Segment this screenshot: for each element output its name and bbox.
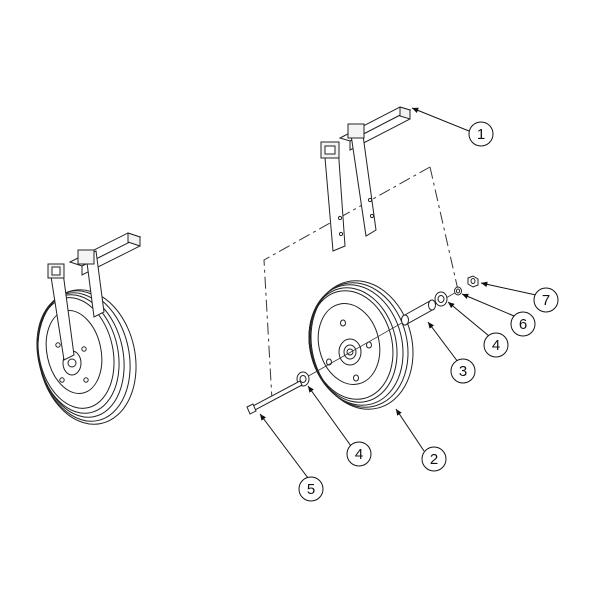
assembly-guide-lines [263,166,459,401]
assembled-gauge-wheel [36,232,142,425]
part-1-arm-assembly [320,106,412,252]
callout-3-label: 3 [459,363,467,380]
part-5-bolt [246,380,303,415]
part-7-nut [467,275,479,288]
part-6-lock-washer [454,286,462,296]
callout-6: 6 [510,311,536,337]
callout-3: 3 [450,358,476,384]
callout-4a-label: 4 [492,337,500,354]
callout-7: 7 [533,287,559,313]
callout-4b-label: 4 [355,446,363,463]
callout-6-label: 6 [519,316,527,333]
part-2-wheel [308,280,414,410]
assembled-arms [47,249,105,361]
assembled-tire [36,289,137,425]
callout-5-label: 5 [307,481,315,498]
callout-5: 5 [298,476,324,502]
callout-4b: 4 [346,441,372,467]
callout-4a: 4 [483,332,509,358]
callout-2-label: 2 [430,451,438,468]
callout-1-label: 1 [477,126,485,143]
callout-2: 2 [421,446,447,472]
callout-1: 1 [468,121,494,147]
part-3-spacer [401,299,436,326]
callout-7-label: 7 [542,292,550,309]
part-4-washer-right [434,291,448,307]
callout-leaders [259,107,537,479]
